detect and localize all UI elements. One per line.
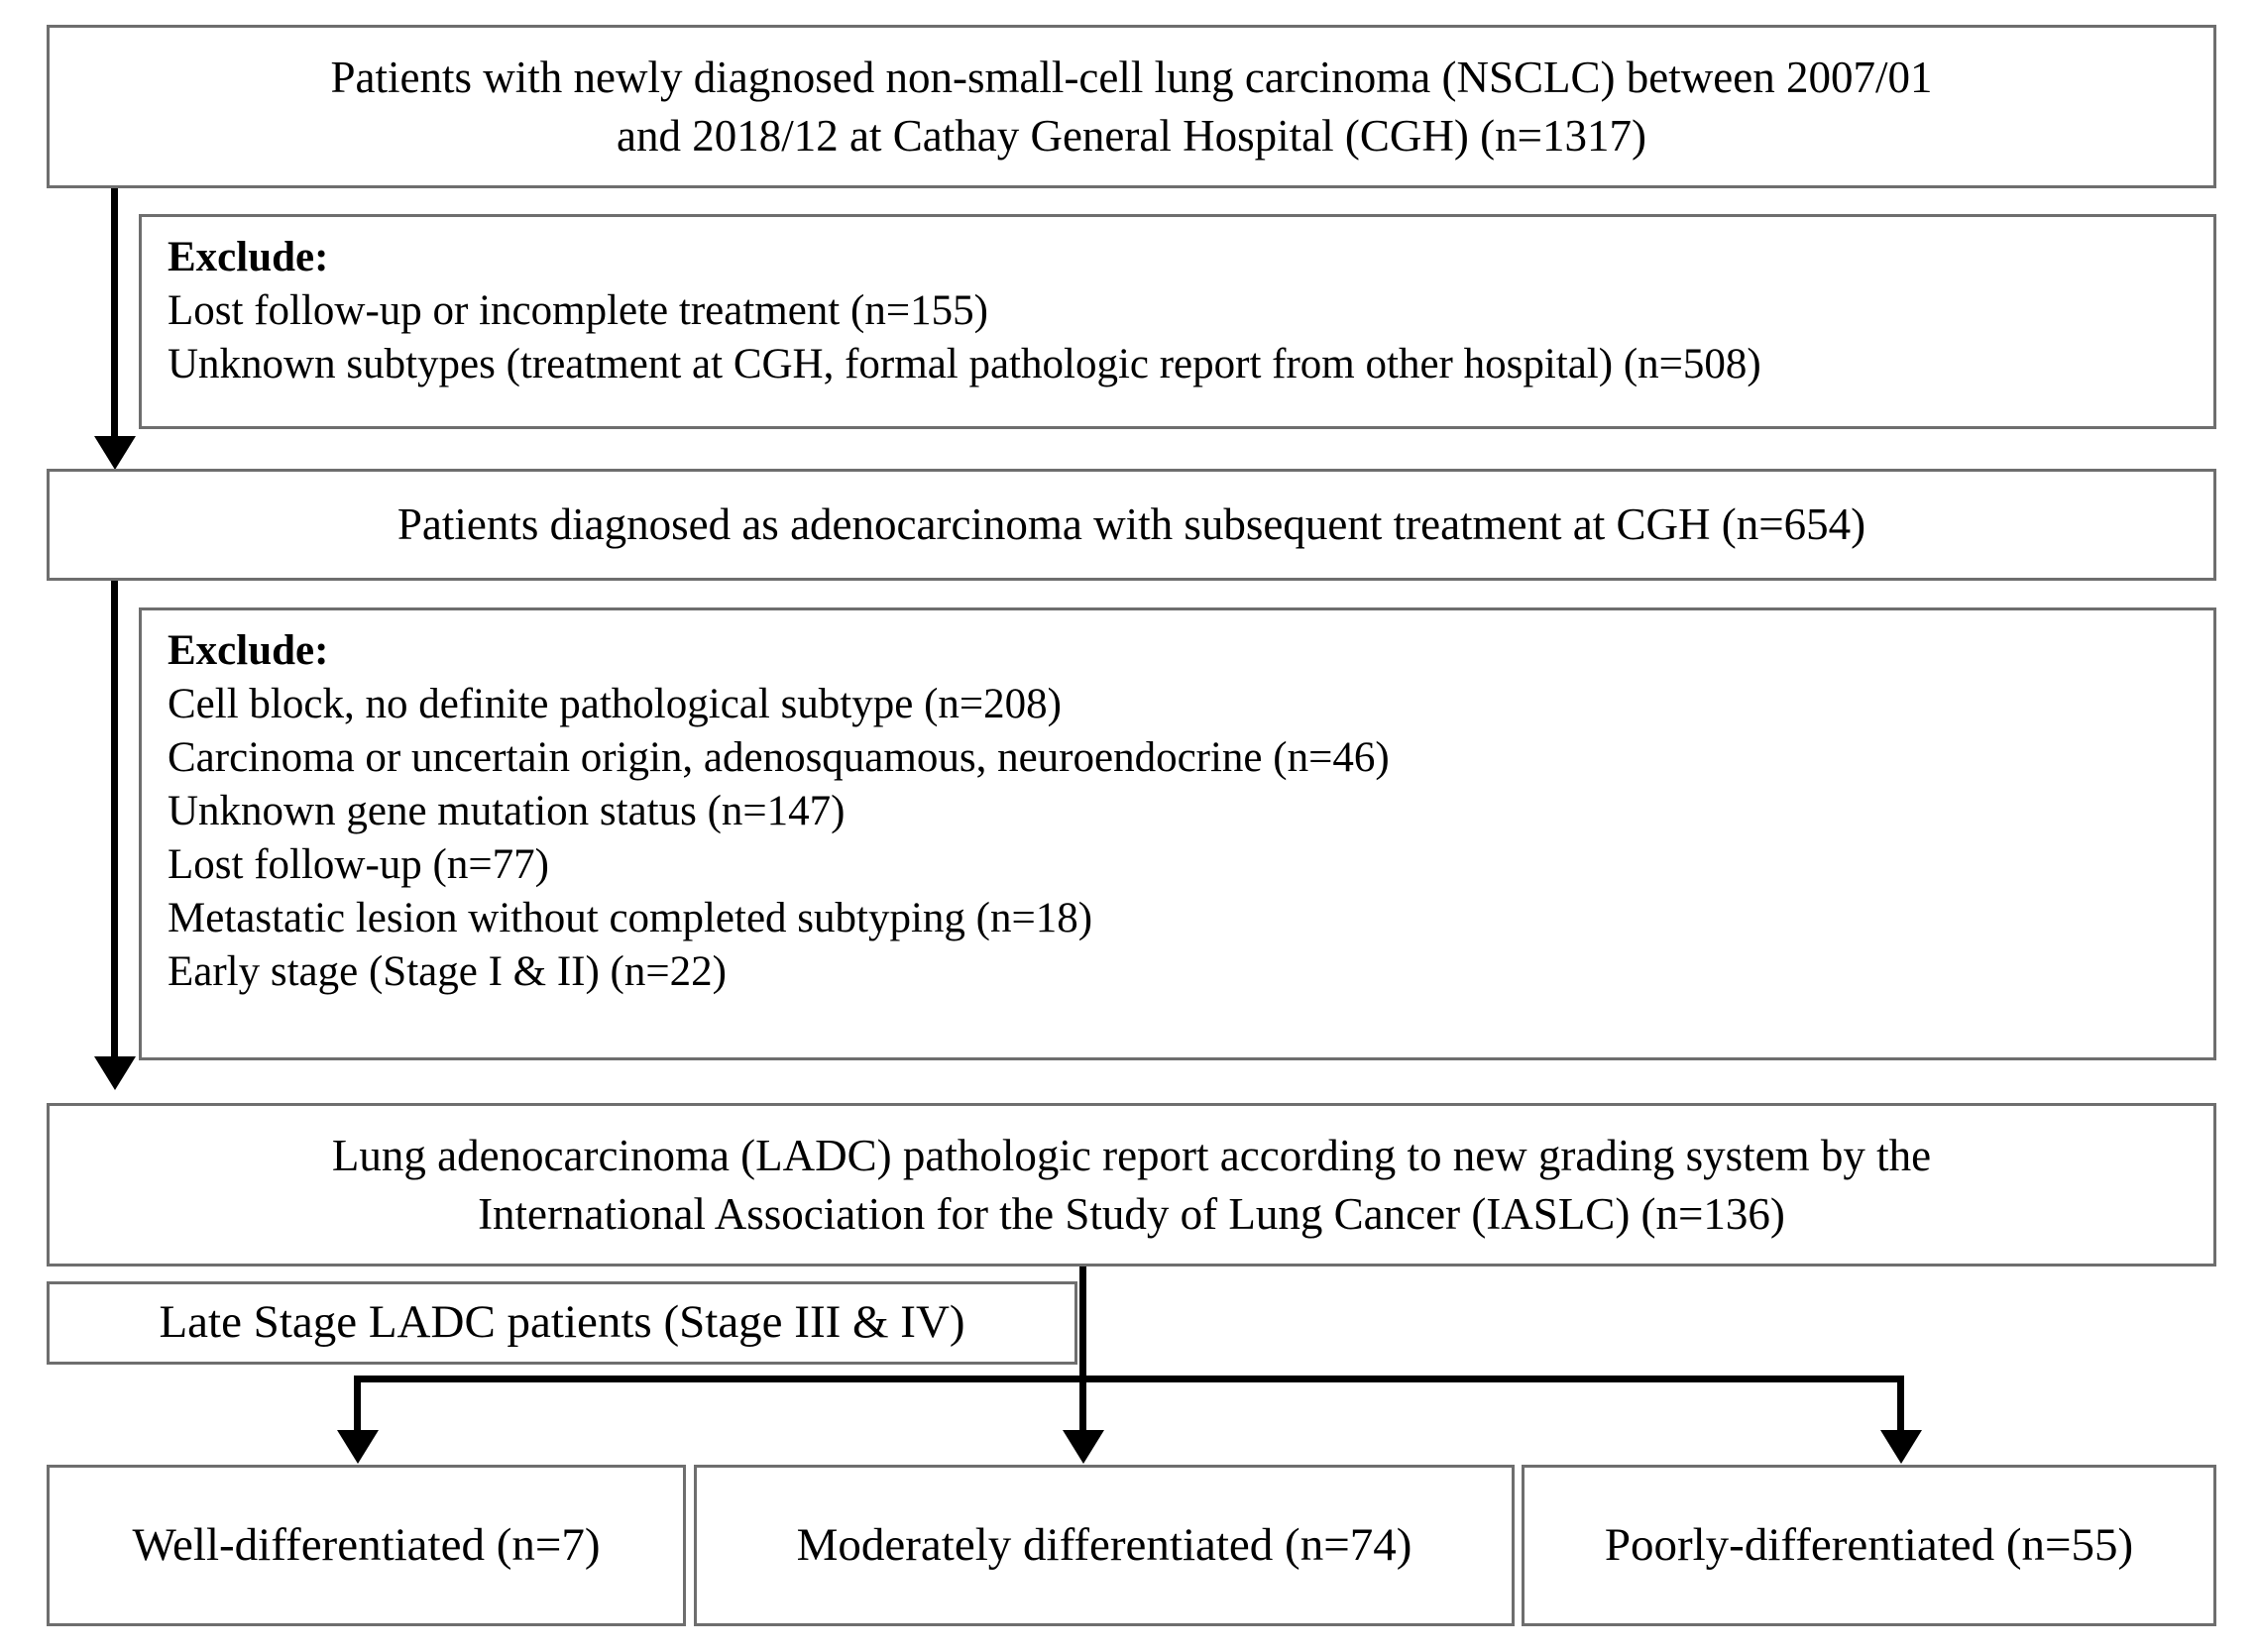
branch-drop-center-arrowhead [1063, 1430, 1104, 1464]
node-adenocarcinoma-text: Patients diagnosed as adenocarcinoma wit… [396, 499, 1866, 550]
exclude-2-heading: Exclude: [168, 627, 329, 674]
ladc-graded-line-2: International Association for the Study … [478, 1188, 1785, 1239]
outcome-label-well-differentiated: Well-differentiated (n=7) [132, 1519, 601, 1572]
exclude-2-item-1: Cell block, no definite pathological sub… [168, 680, 1062, 727]
node-exclude-1: Exclude: Lost follow-up or incomplete tr… [139, 214, 2216, 429]
exclude-2-item-3: Unknown gene mutation status (n=147) [168, 787, 846, 834]
connector-2-line [111, 581, 118, 1061]
exclude-2-item-5: Metastatic lesion without completed subt… [168, 894, 1093, 941]
node-ladc-graded: Lung adenocarcinoma (LADC) pathologic re… [47, 1103, 2216, 1267]
outcome-label-poorly-differentiated: Poorly-differentiated (n=55) [1604, 1519, 2134, 1572]
exclude-2-item-6: Early stage (Stage I & II) (n=22) [168, 947, 727, 995]
node-cohort-source: Patients with newly diagnosed non-small-… [47, 25, 2216, 188]
branch-drop-right-line [1897, 1376, 1904, 1435]
exclude-1-heading: Exclude: [168, 234, 329, 280]
branch-drop-center-line [1079, 1376, 1086, 1435]
node-late-stage: Late Stage LADC patients (Stage III & IV… [47, 1281, 1077, 1365]
outcome-label-moderately-differentiated: Moderately differentiated (n=74) [796, 1519, 1412, 1572]
exclude-2-item-4: Lost follow-up (n=77) [168, 840, 549, 888]
branch-stem-line [1079, 1267, 1086, 1381]
cohort-source-line-1: Patients with newly diagnosed non-small-… [330, 53, 1933, 102]
connector-2-arrowhead [94, 1056, 136, 1090]
node-exclude-2: Exclude: Cell block, no definite patholo… [139, 607, 2216, 1060]
node-adenocarcinoma: Patients diagnosed as adenocarcinoma wit… [47, 469, 2216, 581]
outcome-box-well-differentiated: Well-differentiated (n=7) [47, 1465, 686, 1626]
branch-drop-left-arrowhead [337, 1430, 379, 1464]
outcome-box-moderately-differentiated: Moderately differentiated (n=74) [694, 1465, 1515, 1626]
branch-drop-right-arrowhead [1880, 1430, 1922, 1464]
branch-drop-left-line [354, 1376, 361, 1435]
node-cohort-source-text: Patients with newly diagnosed non-small-… [313, 49, 1951, 165]
exclude-1-item-2: Unknown subtypes (treatment at CGH, form… [168, 340, 1761, 387]
outcome-box-poorly-differentiated: Poorly-differentiated (n=55) [1522, 1465, 2216, 1626]
node-ladc-graded-text: Lung adenocarcinoma (LADC) pathologic re… [314, 1127, 1949, 1243]
exclude-1-item-1: Lost follow-up or incomplete treatment (… [168, 286, 988, 334]
node-late-stage-text: Late Stage LADC patients (Stage III & IV… [159, 1296, 965, 1349]
branch-horizontal-bar [354, 1376, 1904, 1382]
exclude-2-item-2: Carcinoma or uncertain origin, adenosqua… [168, 733, 1390, 781]
connector-1-arrowhead [94, 436, 136, 470]
cohort-source-line-2: and 2018/12 at Cathay General Hospital (… [617, 110, 1646, 161]
ladc-graded-line-1: Lung adenocarcinoma (LADC) pathologic re… [331, 1131, 1932, 1180]
connector-1-line [111, 188, 118, 441]
